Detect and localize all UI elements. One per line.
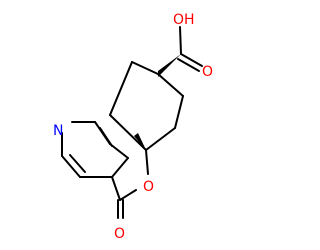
wedge-bond-to-carboxyl	[158, 54, 181, 77]
bond-c5-c1	[109, 61, 133, 116]
bond-c-o-double-b	[177, 58, 200, 72]
bond-c3a-spiro	[109, 143, 129, 159]
bond-c3a-c7a	[111, 157, 129, 178]
pyridine-ring-bonds	[61, 121, 129, 178]
bond-spiro-o	[145, 149, 149, 175]
bond-o-c1	[119, 189, 137, 201]
atom-label-lactone-carbonyl-o: O	[114, 226, 125, 242]
structure-canvas: OH O N O O	[53, 12, 214, 242]
bond-c1-c2	[131, 61, 159, 75]
bond-spiro-c5	[109, 114, 147, 151]
bond-c-o-double-a	[180, 53, 203, 67]
lactone-ring-bonds	[111, 149, 149, 219]
atom-label-pyridine-n: N	[53, 123, 63, 139]
bond-c4-spiro	[145, 127, 176, 151]
atom-label-acid-oh: OH	[173, 12, 195, 28]
wedge-bond-spiro	[134, 133, 146, 150]
atom-label-lactone-ring-o: O	[143, 179, 154, 195]
bond-c7-c6	[61, 155, 81, 178]
spiro-lactone-molecule-diagram: OH O N O O	[53, 12, 213, 242]
bond-c7-c6-inner	[69, 154, 86, 173]
bond-c-oh	[179, 26, 182, 55]
carboxylic-acid-bonds	[177, 26, 203, 72]
bond-c3-c4	[174, 95, 184, 129]
cyclohexane-ring-bonds	[109, 61, 184, 151]
atom-label-acid-carbonyl-o: O	[202, 64, 213, 80]
bond-c1-c7a	[111, 176, 121, 201]
bond-c2-c3	[157, 73, 184, 97]
